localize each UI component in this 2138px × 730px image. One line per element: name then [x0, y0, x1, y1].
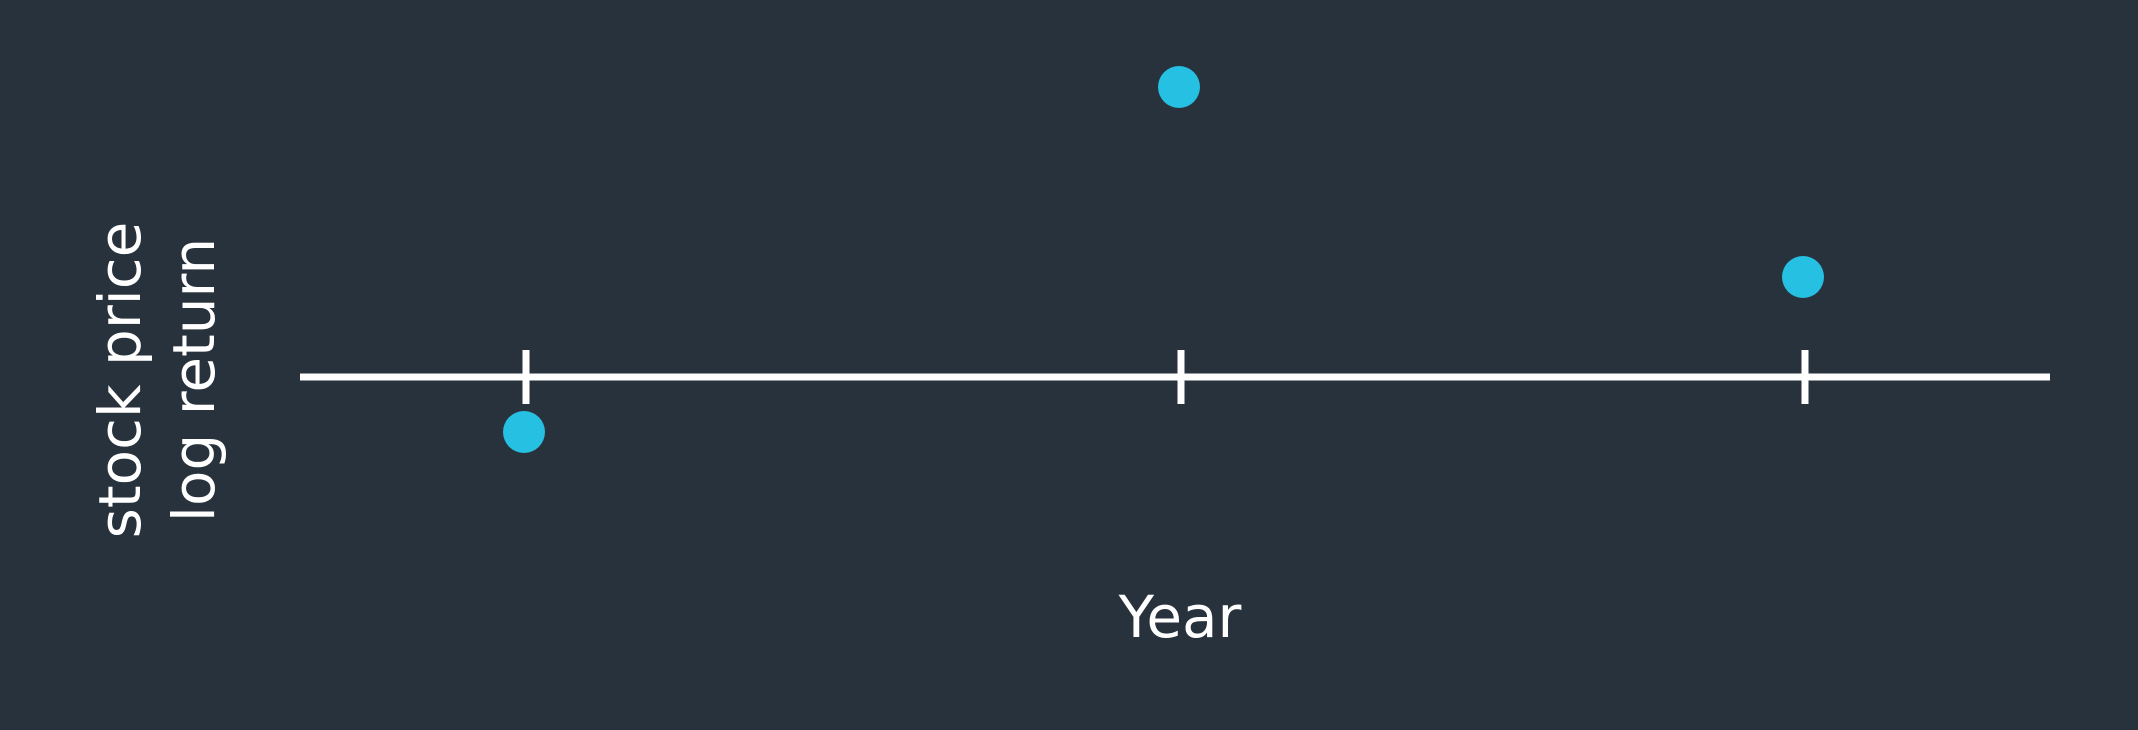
- y-axis-label-line-2: log return: [160, 238, 228, 522]
- y-axis-label-line-1: stock price: [86, 222, 154, 539]
- data-point: [1782, 256, 1824, 298]
- y-axis-label: stock price log return: [86, 222, 228, 539]
- x-axis: [300, 350, 2050, 404]
- data-point: [1158, 66, 1200, 108]
- data-point: [503, 411, 545, 453]
- x-axis-label: Year: [1118, 583, 1242, 651]
- data-points: [503, 66, 1824, 453]
